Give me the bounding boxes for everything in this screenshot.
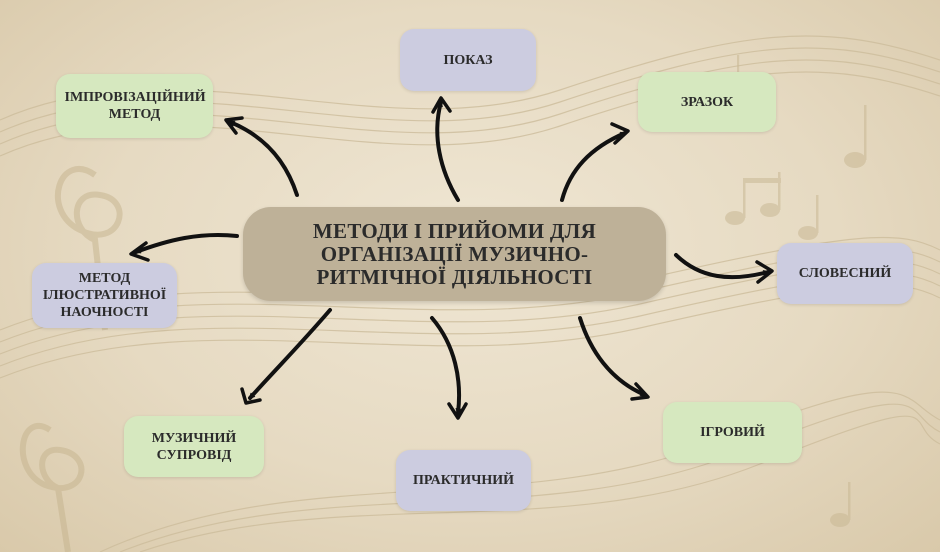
node-zrazok: ЗРАЗОК: [638, 72, 776, 132]
node-ihrovyi: ІГРОВИЙ: [663, 402, 802, 463]
central-topic-box: МЕТОДИ І ПРИЙОМИ ДЛЯ ОРГАНІЗАЦІЇ МУЗИЧНО…: [243, 207, 666, 301]
central-topic-text: МЕТОДИ І ПРИЙОМИ ДЛЯ ОРГАНІЗАЦІЇ МУЗИЧНО…: [312, 218, 597, 289]
node-metod-iliustratyvnoi-label: МЕТОД ІЛЮСТРАТИВНОЇ НАОЧНОСТІ: [42, 271, 167, 320]
arrow-to-slovesnyi: [674, 253, 770, 280]
node-slovesnyi: СЛОВЕСНИЙ: [777, 243, 913, 304]
node-pokaz-label: ПОКАЗ: [443, 52, 493, 68]
arrow-to-muzychnyi-suprovid: [248, 308, 332, 400]
node-muzychnyi-suprovid-label: МУЗИЧНИЙ СУПРОВІД: [151, 430, 237, 463]
node-zrazok-label: ЗРАЗОК: [680, 94, 734, 110]
node-praktychnyi: ПРАКТИЧНИЙ: [396, 450, 531, 511]
arrow-to-praktychnyi: [430, 316, 462, 415]
arrow-to-improvizatsiinyi: [228, 120, 299, 197]
node-improvizatsiinyi-label: ІМПРОВІЗАЦІЙНИЙ МЕТОД: [64, 90, 206, 122]
arrow-to-metod-iliustratyvnoi: [134, 232, 239, 254]
node-praktychnyi-label: ПРАКТИЧНИЙ: [412, 473, 515, 488]
arrow-to-zrazok: [560, 131, 627, 202]
node-ihrovyi-label: ІГРОВИЙ: [700, 425, 765, 440]
node-muzychnyi-suprovid: МУЗИЧНИЙ СУПРОВІД: [124, 416, 264, 477]
arrow-to-ihrovyi: [578, 316, 647, 397]
node-pokaz: ПОКАЗ: [400, 29, 536, 91]
arrow-to-pokaz: [435, 100, 460, 202]
node-slovesnyi-label: СЛОВЕСНИЙ: [798, 266, 892, 281]
node-metod-iliustratyvnoi: МЕТОД ІЛЮСТРАТИВНОЇ НАОЧНОСТІ: [32, 263, 177, 328]
node-improvizatsiinyi: ІМПРОВІЗАЦІЙНИЙ МЕТОД: [56, 74, 213, 138]
